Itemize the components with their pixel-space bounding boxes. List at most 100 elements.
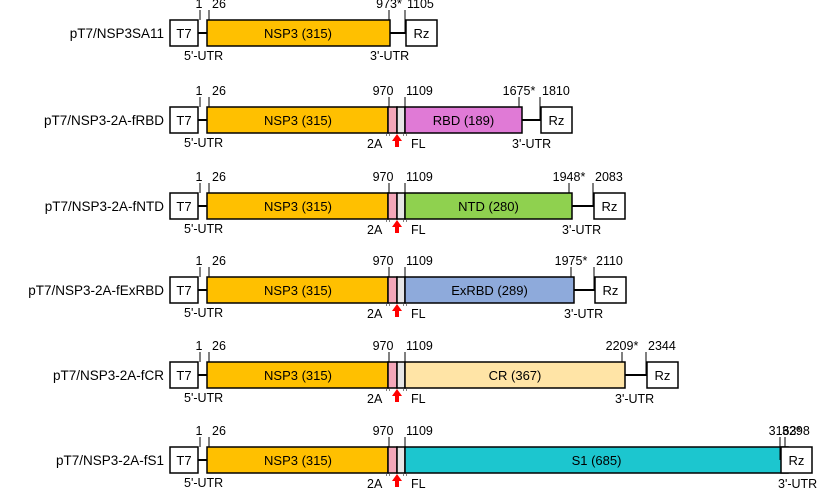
utr5-label: 5'-UTR — [184, 222, 223, 236]
position-start: 1 — [196, 84, 203, 98]
position-2a: 970 — [373, 254, 394, 268]
label-2a: 2A — [367, 137, 383, 151]
segment-2a — [387, 276, 398, 304]
position-fl: 1109 — [406, 170, 433, 184]
segment-2a — [387, 361, 398, 389]
nsp3-box — [206, 106, 389, 134]
utr5-label: 5'-UTR — [184, 136, 223, 150]
label-fl: FL — [411, 392, 426, 406]
position-end: 2083 — [595, 170, 623, 184]
label-fl: FL — [411, 223, 426, 237]
utr5-label: 5'-UTR — [184, 391, 223, 405]
rz-label: Rz — [789, 453, 805, 468]
nsp3-label: NSP3 (315) — [264, 26, 332, 41]
rz-box — [780, 446, 813, 474]
position-stop: 1948* — [553, 170, 586, 184]
rz-label: Rz — [603, 283, 619, 298]
position-stop: 973* — [376, 0, 402, 11]
nsp3-label: NSP3 (315) — [264, 113, 332, 128]
rz-box — [646, 361, 679, 389]
position-fl: 1109 — [406, 339, 433, 353]
position-fl: 1109 — [406, 254, 433, 268]
construct-name: pT7/NSP3-2A-fNTD — [45, 199, 165, 214]
construct-name: pT7/NSP3-2A-fS1 — [56, 453, 164, 468]
utr3-label: 3'-UTR — [512, 137, 551, 151]
position-end: 1810 — [542, 84, 570, 98]
nsp3-label: NSP3 (315) — [264, 283, 332, 298]
position-utr5: 26 — [212, 170, 226, 184]
fusion-label: S1 (685) — [572, 453, 622, 468]
fusion-box — [404, 361, 626, 389]
construct-name: pT7/NSP3-2A-fRBD — [44, 113, 164, 128]
cleavage-arrow-icon — [392, 474, 402, 487]
rz-label: Rz — [655, 368, 671, 383]
position-utr5: 26 — [212, 84, 226, 98]
position-stop: 1675* — [503, 84, 536, 98]
rz-box — [594, 276, 627, 304]
position-2a: 970 — [373, 170, 394, 184]
label-fl: FL — [411, 137, 426, 151]
nsp3-label: NSP3 (315) — [264, 368, 332, 383]
nsp3-box — [206, 276, 389, 304]
rz-box — [540, 106, 573, 134]
position-start: 1 — [196, 170, 203, 184]
utr5-label: 5'-UTR — [184, 476, 223, 490]
nsp3-box — [206, 446, 389, 474]
label-2a: 2A — [367, 392, 383, 406]
rz-label: Rz — [602, 199, 618, 214]
label-2a: 2A — [367, 223, 383, 237]
cleavage-arrow-icon — [392, 304, 402, 317]
segment-fl — [396, 276, 406, 304]
fusion-label: CR (367) — [489, 368, 542, 383]
position-stop: 3163* — [769, 424, 802, 438]
utr3-label: 3'-UTR — [370, 49, 409, 63]
nsp3-box — [206, 361, 389, 389]
label-2a: 2A — [367, 477, 383, 491]
nsp3-label: NSP3 (315) — [264, 453, 332, 468]
position-end: 1105 — [407, 0, 434, 11]
nsp3-box — [206, 192, 389, 220]
cleavage-arrow-icon — [392, 220, 402, 233]
label-fl: FL — [411, 307, 426, 321]
segment-fl — [396, 106, 406, 134]
t7-label: T7 — [176, 199, 191, 214]
segment-2a — [387, 446, 398, 474]
t7-label: T7 — [176, 283, 191, 298]
position-utr5: 26 — [212, 424, 226, 438]
rz-box — [405, 19, 438, 47]
t7-label: T7 — [176, 26, 191, 41]
construct-name: pT7/NSP3-2A-fCR — [53, 368, 164, 383]
position-start: 1 — [196, 254, 203, 268]
fusion-label: RBD (189) — [433, 113, 494, 128]
nsp3-label: NSP3 (315) — [264, 199, 332, 214]
position-end: 2344 — [648, 339, 676, 353]
utr3-label: 3'-UTR — [562, 223, 601, 237]
construct-row: pT7/NSP3-2A-fNTD T7 1 26 5'-UTR NSP3 (315) 970… — [45, 170, 626, 237]
segment-fl — [396, 192, 406, 220]
position-end: 2110 — [596, 254, 623, 268]
label-2a: 2A — [367, 307, 383, 321]
t7-box — [169, 192, 199, 220]
fusion-box — [404, 106, 523, 134]
fusion-box — [404, 446, 789, 474]
cleavage-arrow-icon — [392, 389, 402, 402]
construct-name: pT7/NSP3SA11 — [70, 26, 164, 41]
construct-name: pT7/NSP3-2A-fExRBD — [28, 283, 164, 298]
position-start: 1 — [196, 339, 203, 353]
fusion-label: NTD (280) — [458, 199, 519, 214]
position-2a: 970 — [373, 424, 394, 438]
segment-2a — [387, 192, 398, 220]
t7-box — [169, 19, 199, 47]
position-2a: 970 — [373, 339, 394, 353]
rz-label: Rz — [414, 26, 430, 41]
position-start: 1 — [196, 424, 203, 438]
fusion-box — [404, 276, 575, 304]
position-utr5: 26 — [212, 339, 226, 353]
t7-box — [169, 276, 199, 304]
utr5-label: 5'-UTR — [184, 306, 223, 320]
position-stop: 2209* — [606, 339, 639, 353]
position-fl: 1109 — [406, 84, 433, 98]
